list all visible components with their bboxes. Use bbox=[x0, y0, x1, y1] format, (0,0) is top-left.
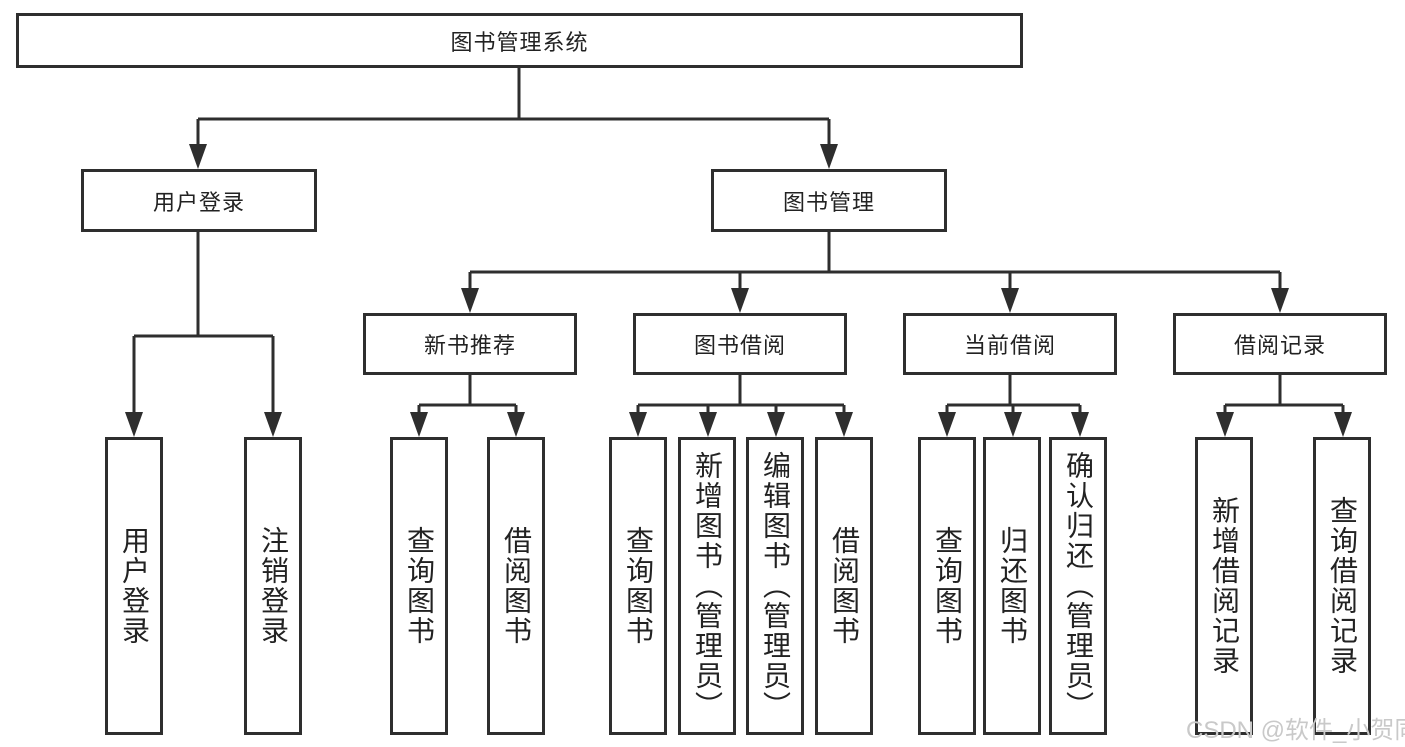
leaf-borrow-books-borrowing: 借阅图书 bbox=[815, 437, 873, 735]
leaf-query-books-current: 查询图书 bbox=[918, 437, 976, 735]
leaf-logout: 注销登录 bbox=[244, 437, 302, 735]
node-label: 查询图书 bbox=[404, 526, 435, 646]
node-label: 编辑图书（管理员） bbox=[760, 451, 791, 721]
node-label: 图书管理 bbox=[782, 189, 875, 215]
leaf-return-books: 归还图书 bbox=[983, 437, 1041, 735]
node-label: 查询图书 bbox=[932, 526, 963, 646]
node-label: 当前借阅 bbox=[963, 333, 1056, 358]
node-label: 新书推荐 bbox=[423, 333, 516, 358]
leaf-user-login: 用户登录 bbox=[105, 437, 163, 735]
node-current-borrowing: 当前借阅 bbox=[903, 313, 1117, 375]
leaf-confirm-return-admin: 确认归还（管理员） bbox=[1049, 437, 1107, 735]
node-label: 图书管理系统 bbox=[450, 29, 589, 55]
node-book-borrowing: 图书借阅 bbox=[633, 313, 847, 375]
node-label: 新增图书（管理员） bbox=[692, 451, 723, 721]
leaf-edit-book-admin: 编辑图书（管理员） bbox=[746, 437, 804, 735]
node-label: 用户登录 bbox=[119, 526, 150, 646]
leaf-add-book-admin: 新增图书（管理员） bbox=[678, 437, 736, 735]
node-label: 新增借阅记录 bbox=[1209, 496, 1240, 676]
node-label: 注销登录 bbox=[258, 526, 289, 646]
leaf-query-books-borrowing: 查询图书 bbox=[609, 437, 667, 735]
node-label: 借阅图书 bbox=[501, 526, 532, 646]
node-label: 用户登录 bbox=[152, 189, 245, 215]
node-user-login: 用户登录 bbox=[81, 169, 317, 232]
node-label: 借阅图书 bbox=[829, 526, 860, 646]
node-borrowing-records: 借阅记录 bbox=[1173, 313, 1387, 375]
node-label: 归还图书 bbox=[997, 526, 1028, 646]
node-label: 图书借阅 bbox=[693, 333, 786, 358]
watermark-text: CSDN @软件_小贺同学 bbox=[1186, 717, 1405, 744]
node-label: 查询图书 bbox=[623, 526, 654, 646]
node-library-management-system: 图书管理系统 bbox=[16, 13, 1023, 68]
leaf-borrow-books-recommend: 借阅图书 bbox=[487, 437, 545, 735]
node-new-book-recommendation: 新书推荐 bbox=[363, 313, 577, 375]
leaf-query-books-recommend: 查询图书 bbox=[390, 437, 448, 735]
node-book-management: 图书管理 bbox=[711, 169, 947, 232]
leaf-query-borrow-record: 查询借阅记录 bbox=[1313, 437, 1371, 735]
node-label: 借阅记录 bbox=[1233, 333, 1326, 358]
node-label: 查询借阅记录 bbox=[1327, 496, 1358, 676]
node-label: 确认归还（管理员） bbox=[1063, 451, 1094, 721]
leaf-add-borrow-record: 新增借阅记录 bbox=[1195, 437, 1253, 735]
